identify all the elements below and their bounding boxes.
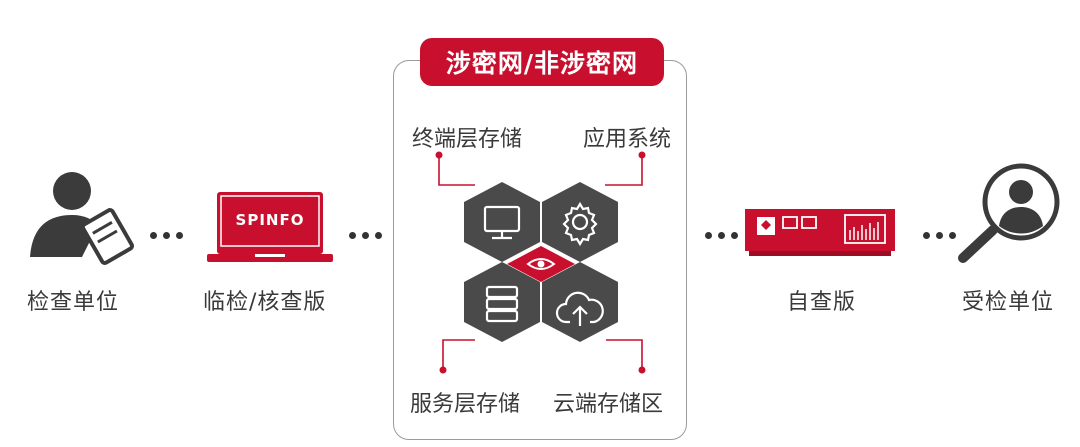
gear-hexagon <box>542 182 618 262</box>
device-label: 自查版 <box>787 290 857 315</box>
monitor-icon <box>483 205 521 240</box>
application-system-label: 应用系统 <box>583 127 672 152</box>
laptop-screen-text: SPINFO <box>235 211 305 229</box>
device-icon <box>745 205 895 260</box>
gear-icon <box>562 201 598 247</box>
connector-dots <box>923 232 956 239</box>
inspected-user-label: 受检单位 <box>962 290 1055 315</box>
terminal-storage-label: 终端层存储 <box>412 127 523 152</box>
inspector-icon <box>22 165 135 265</box>
cloud-hexagon <box>542 262 618 342</box>
inspector-label: 检查单位 <box>27 290 120 315</box>
connector-dots <box>705 232 738 239</box>
network-banner: 涉密网/非涉密网 <box>420 38 664 86</box>
cloud-upload-icon <box>555 291 604 326</box>
inspected-user-icon <box>955 158 1065 264</box>
connector-dots <box>349 232 382 239</box>
connector-dots <box>150 232 183 239</box>
cloud-storage-label: 云端存储区 <box>553 392 664 417</box>
service-storage-label: 服务层存储 <box>410 392 521 417</box>
server-icon <box>485 285 519 323</box>
laptop-label: 临检/核查版 <box>203 290 327 315</box>
server-hexagon <box>464 262 540 342</box>
eye-icon <box>507 246 575 282</box>
monitor-hexagon <box>464 182 540 262</box>
laptop-icon: SPINFO <box>207 190 333 268</box>
